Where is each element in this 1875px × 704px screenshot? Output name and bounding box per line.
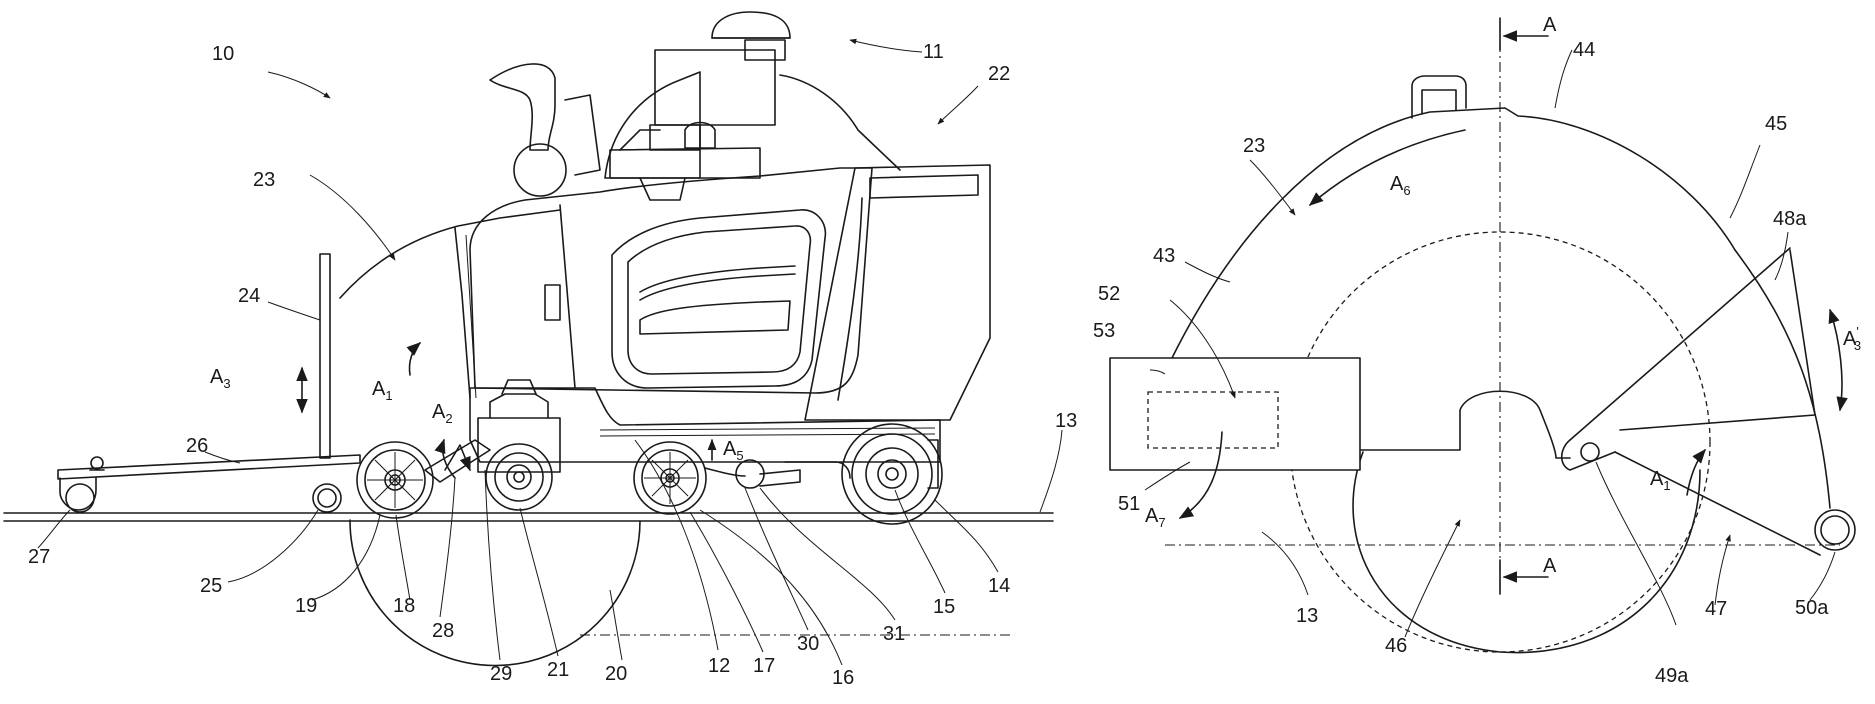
label-a1: A1	[372, 378, 393, 403]
label-a7: A7	[1145, 505, 1166, 530]
hinged-arm-upper	[1570, 248, 1790, 440]
label-18: 18	[393, 595, 415, 617]
rear-wheel	[842, 424, 942, 524]
guard-rear-arc	[1735, 250, 1830, 508]
label-49a: 49a	[1655, 665, 1689, 687]
label-17: 17	[753, 655, 775, 677]
a3-prime-arrow	[1830, 310, 1842, 410]
drive-box-top	[490, 394, 548, 418]
hinged-arm-lower	[1615, 452, 1820, 555]
label-15: 15	[933, 596, 955, 618]
label-20: 20	[605, 663, 627, 685]
side-window-outer	[612, 210, 825, 388]
label-24: 24	[238, 285, 260, 307]
a2-arrow	[445, 445, 470, 470]
front-pointer-arm	[58, 455, 360, 479]
blade-guard-arc	[340, 210, 560, 298]
chassis-frame	[470, 388, 940, 462]
label-25: 25	[200, 575, 222, 597]
label-21: 21	[547, 659, 569, 681]
saw-blade-lower-arc	[350, 520, 640, 666]
engine-cowl-rear	[780, 75, 900, 170]
label-a3-prime: A'3	[1843, 324, 1861, 353]
label-a2: A2	[432, 401, 453, 426]
label-48a: 48a	[1773, 208, 1807, 230]
label-23-left: 23	[253, 169, 275, 191]
label-14: 14	[988, 575, 1010, 597]
a1-arrow-right	[1687, 450, 1705, 495]
label-26: 26	[186, 435, 208, 457]
front-caster-fork	[60, 478, 96, 510]
hinged-guard-dashed	[1620, 250, 1815, 430]
label-a6: A6	[1390, 173, 1411, 198]
guard-lower-edge	[1360, 391, 1570, 458]
label-22: 22	[988, 63, 1010, 85]
label-50a: 50a	[1795, 597, 1829, 619]
labels-right: A A 44 45 23 43 48a 52 53 51 13 46 49a 4…	[1093, 14, 1861, 687]
label-a1-right: A1	[1650, 468, 1671, 493]
rear-bumper	[928, 440, 938, 488]
label-52: 52	[1098, 283, 1120, 305]
attachment-box	[1110, 358, 1360, 470]
label-29: 29	[490, 663, 512, 685]
label-13-right: 13	[1296, 605, 1318, 627]
a1-arrow	[409, 343, 420, 375]
blade-flange-outer	[486, 444, 552, 510]
rear-panel	[805, 165, 990, 420]
label-51: 51	[1118, 493, 1140, 515]
label-31: 31	[883, 623, 905, 645]
label-53: 53	[1093, 320, 1115, 342]
blade-drive-box	[478, 418, 560, 472]
label-13-left: 13	[1055, 410, 1077, 432]
label-10: 10	[212, 43, 234, 65]
saw-machine-side-view: 10 11 22 23 24 26 13 27 25 19 18 28 29 2…	[4, 12, 1077, 689]
housing-panel-line	[560, 205, 575, 388]
label-a5: A5	[723, 438, 744, 463]
label-16: 16	[832, 667, 854, 689]
label-12: 12	[708, 655, 730, 677]
side-window-inner	[628, 226, 810, 374]
blade-guard-detail-view: A A 44 45 23 43 48a 52 53 51 13 46 49a 4…	[1093, 14, 1861, 687]
label-19: 19	[295, 595, 317, 617]
pivot-49a	[1581, 443, 1599, 461]
label-46: 46	[1385, 635, 1407, 657]
label-45: 45	[1765, 113, 1787, 135]
air-filter-box	[655, 50, 775, 125]
label-30: 30	[797, 633, 819, 655]
a6-arrow	[1310, 130, 1465, 205]
label-27: 27	[28, 546, 50, 568]
label-28: 28	[432, 620, 454, 642]
labels-left: 10 11 22 23 24 26 13 27 25 19 18 28 29 2…	[28, 41, 1077, 689]
air-filter-cap	[712, 12, 790, 38]
front-caster-pin	[91, 457, 103, 469]
label-section-a-top: A	[1543, 14, 1557, 36]
saw-blade-lower-outline	[1353, 452, 1700, 653]
blade-guard-side	[455, 228, 470, 398]
label-11: 11	[923, 41, 944, 63]
front-pointer-post	[320, 254, 330, 458]
label-section-a-bottom: A	[1543, 555, 1557, 577]
label-23-right: 23	[1243, 135, 1265, 157]
front-caster-wheel	[66, 484, 94, 512]
label-44: 44	[1573, 39, 1595, 61]
exhaust-pipe	[490, 64, 555, 150]
label-47: 47	[1705, 598, 1727, 620]
exhaust-muffler	[514, 144, 566, 196]
label-43: 43	[1153, 245, 1175, 267]
label-a3: A3	[210, 366, 231, 391]
engine-block	[610, 148, 760, 178]
